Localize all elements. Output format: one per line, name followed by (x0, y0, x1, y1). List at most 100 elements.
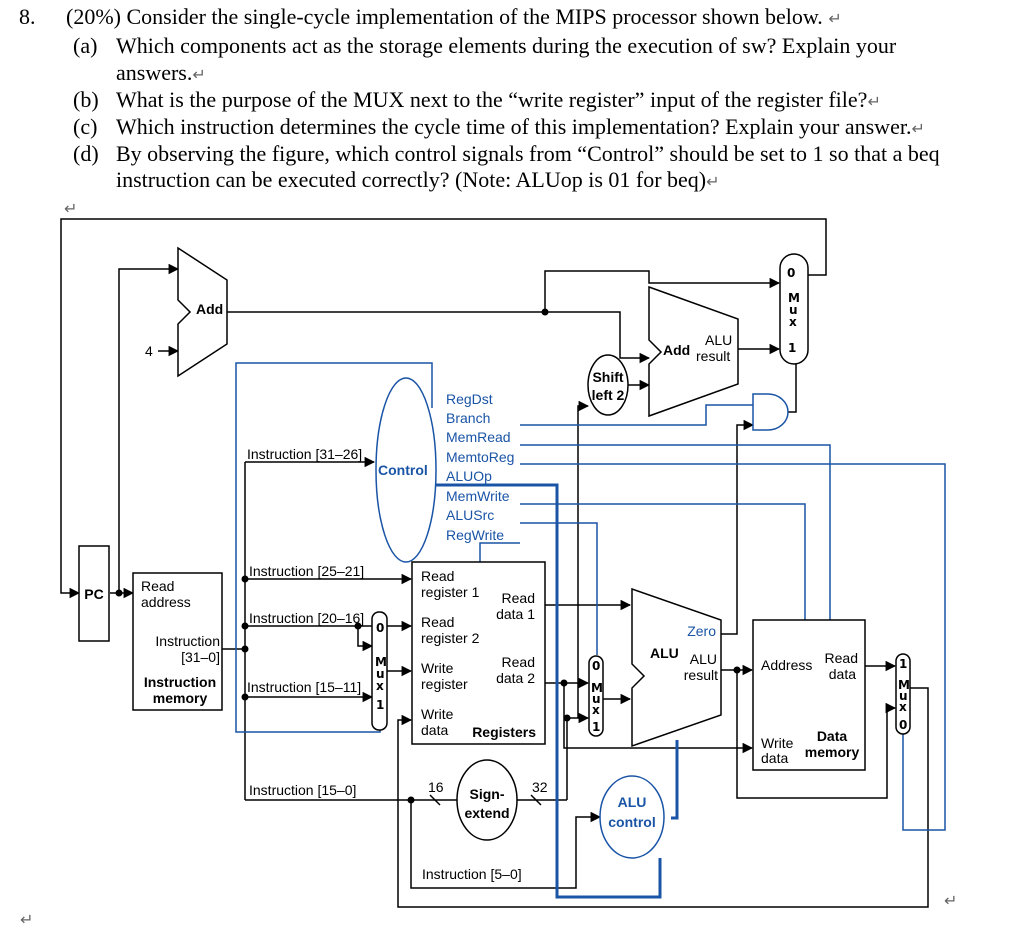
signal-alusrc: ALUSrc (446, 507, 494, 523)
instr-31-26-label: Instruction [31–26] (247, 446, 362, 462)
pc-mux-zero: 0 (787, 266, 795, 280)
alusrc-mux-u: u (592, 692, 601, 706)
return-mark-icon: ↵ (192, 65, 206, 84)
alu-result-1: ALU (690, 651, 717, 667)
branch-adder-result-2: result (696, 348, 730, 364)
part-d-line2-text: instruction can be executed correctly? (… (116, 167, 707, 192)
imem-instruction-1: Instruction (155, 633, 220, 649)
reg-read-register-2-b: register 2 (421, 630, 480, 646)
imem-name-1: Instruction (144, 674, 216, 690)
reg-read-data-2-b: data 2 (496, 670, 535, 686)
dmem-write-data-1: Write (761, 735, 794, 751)
memtoreg-mux-zero: 0 (899, 718, 907, 732)
return-mark-icon: ↵ (944, 891, 958, 910)
signal-regwrite: RegWrite (446, 527, 504, 543)
regdst-mux-one: 1 (376, 698, 384, 712)
alusrc-mux (588, 655, 604, 737)
part-c-label: (c) (73, 114, 98, 139)
part-a-line1: Which components act as the storage elem… (116, 33, 897, 58)
branch-adder-label: Add (663, 342, 690, 358)
imem-instruction-2: [31–0] (181, 649, 220, 665)
junction-dots (115, 308, 741, 804)
return-mark-icon: ↵ (828, 9, 842, 28)
pc-mux-m: M (788, 291, 800, 305)
part-b-line1: What is the purpose of the MUX next to t… (116, 87, 881, 115)
regdst-mux-x: x (376, 679, 384, 693)
shift-left-2-line1: Shift (592, 369, 623, 385)
part-a-line2: answers.↵ (116, 60, 206, 88)
part-d-line1: By observing the figure, which control s… (116, 141, 940, 166)
alusrc-mux-m: M (591, 681, 603, 695)
pc-adder (177, 246, 228, 378)
pc-register (78, 545, 110, 642)
question-header-text: (20%) Consider the single-cycle implemen… (66, 4, 823, 29)
instr-15-0-label: Instruction [15–0] (249, 782, 356, 798)
pc-mux-one: 1 (788, 341, 796, 355)
alu-control-line2: control (608, 814, 655, 830)
signal-memread: MemRead (446, 429, 511, 445)
instr-5-0-label: Instruction [5–0] (422, 866, 522, 882)
reg-read-register-1-b: register 1 (421, 584, 480, 600)
part-c-line1: Which instruction determines the cycle t… (116, 114, 925, 142)
return-mark-icon: ↵ (911, 119, 925, 138)
control-unit (375, 377, 437, 563)
part-a-label: (a) (73, 33, 98, 58)
shift-left-2-line2: left 2 (592, 387, 625, 403)
branch-adder (648, 285, 739, 418)
part-a-line2-text: answers. (116, 60, 193, 85)
data-memory (752, 619, 866, 771)
dmem-name-2: memory (805, 744, 860, 760)
question-number: 8. (19, 4, 36, 29)
constant-four-label: 4 (145, 343, 153, 359)
instr-15-11-label: Instruction [15–11] (247, 679, 361, 695)
pc-mux-u: u (789, 303, 798, 317)
reg-write-data-a: Write (421, 706, 454, 722)
branch-adder-result-1: ALU (705, 332, 732, 348)
imem-read-address-1: Read (141, 578, 174, 594)
imem-read-address-2: address (141, 594, 191, 610)
alusrc-mux-x: x (592, 703, 600, 717)
signal-aluop: ALUOp (446, 468, 492, 484)
bits-16-label: 16 (428, 779, 444, 795)
memtoreg-mux-x: x (899, 700, 907, 714)
memtoreg-mux-u: u (899, 689, 908, 703)
memtoreg-mux-m: M (898, 678, 910, 692)
alu-control-unit (599, 775, 665, 859)
registers-name: Registers (472, 724, 536, 740)
signal-memtoreg: MemtoReg (446, 449, 514, 465)
sign-extend-unit (456, 759, 518, 841)
alu-label: ALU (650, 645, 679, 661)
alusrc-mux-zero: 0 (592, 659, 600, 673)
return-mark-icon: ↵ (706, 172, 720, 191)
pc-adder-label: Add (196, 301, 223, 317)
regdst-mux-u: u (376, 667, 385, 681)
reg-read-register-2-a: Read (421, 614, 454, 630)
signal-memwrite: MemWrite (446, 488, 510, 504)
instr-25-21-label: Instruction [25–21] (249, 563, 364, 579)
bits-32-label: 32 (532, 779, 548, 795)
main-alu (631, 587, 722, 748)
dmem-read-data-1: Read (825, 650, 858, 666)
register-file (411, 561, 546, 745)
regdst-mux (371, 611, 388, 731)
instruction-memory (132, 572, 223, 711)
part-c-text: Which instruction determines the cycle t… (116, 114, 912, 139)
imem-name-2: memory (153, 690, 208, 706)
and-gate (752, 393, 789, 431)
signal-branch: Branch (446, 410, 490, 426)
alu-control-line1: ALU (618, 794, 647, 810)
sign-extend-line2: extend (464, 805, 509, 821)
regdst-mux-m: M (375, 655, 387, 669)
alusrc-mux-one: 1 (592, 720, 600, 734)
dmem-address-label: Address (761, 657, 812, 673)
dmem-read-data-2: data (829, 666, 856, 682)
alu-result-2: result (684, 667, 718, 683)
part-b-text: What is the purpose of the MUX next to t… (116, 87, 868, 112)
pc-label: PC (84, 586, 103, 602)
signal-regdst: RegDst (446, 391, 493, 407)
part-d-label: (d) (73, 141, 99, 166)
reg-read-data-1-a: Read (502, 590, 535, 606)
part-b-label: (b) (73, 87, 99, 112)
pc-mux-x: x (789, 315, 797, 329)
regdst-mux-zero: 0 (376, 621, 384, 635)
